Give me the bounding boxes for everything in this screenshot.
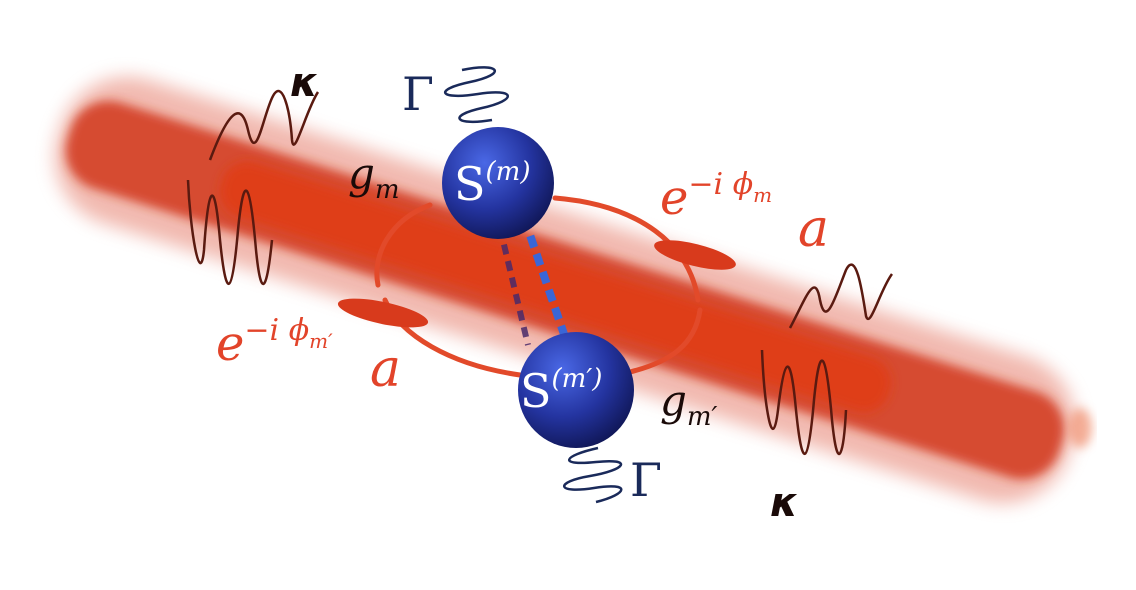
gamma-label-bottom: Γ (630, 453, 662, 507)
squiggle-wave-gamma-top (444, 66, 509, 124)
gm-base: g (348, 149, 375, 198)
phase-right-sup-pre: −i (688, 167, 732, 202)
phase-label-right: e−i ϕm (660, 167, 772, 226)
svg-text:S(m′): S(m′) (520, 364, 602, 418)
waveguide-beam (54, 76, 1092, 504)
atom-sphere-top (442, 127, 554, 239)
phase-right-sup-phi: ϕ (733, 167, 753, 202)
atom-bottom-base: S (520, 364, 552, 418)
phase-left-op: a (370, 339, 401, 399)
phase-disc-right (654, 240, 736, 270)
squiggle-wave-kappa-left (186, 179, 274, 286)
gmp-sub: m′ (687, 402, 718, 432)
interaction-loop (337, 195, 736, 378)
squiggle-wave-kappa-right (788, 263, 894, 329)
squiggle-wave-kappa-top-left (208, 89, 320, 161)
phase-left-sup-sub: m′ (309, 329, 333, 353)
phase-left-sup-pre: −i (244, 313, 288, 348)
loop-arc-upper-left (374, 202, 433, 288)
phase-disc-left (337, 298, 429, 328)
atom-top: S(m) (442, 127, 554, 239)
kappa-label-top: κ (290, 60, 318, 106)
phase-label-left: e−i ϕm′ (216, 313, 333, 372)
gm-sub: m (375, 175, 400, 205)
dashed-link-purple (497, 227, 531, 346)
waveguide-end-cap (1068, 408, 1092, 448)
gmp-base: g (660, 376, 687, 425)
gamma-label-top: Γ (402, 67, 434, 121)
loop-arc-lower-right (627, 307, 703, 375)
atom-bottom: S(m′) (518, 332, 634, 448)
atom-sphere-bottom (518, 332, 634, 448)
phase-left-base: e (216, 316, 244, 372)
phase-left-sup-phi: ϕ (289, 313, 309, 348)
phase-right-op: a (798, 199, 829, 259)
phase-right-base: e (660, 170, 688, 226)
coupling-label-gm: gm (348, 149, 400, 205)
atom-top-base: S (454, 157, 486, 211)
kappa-label-bottom: κ (770, 480, 798, 526)
squiggle-wave-kappa-bottom-right (760, 349, 848, 456)
atom-top-sup: (m) (486, 157, 531, 187)
phase-right-sup-sub: m (753, 183, 772, 207)
coupling-label-gmp: gm′ (660, 376, 718, 432)
svg-text:S(m): S(m) (454, 157, 530, 211)
loop-arc-upper-right (552, 195, 701, 303)
squiggle-wave-gamma-bottom (563, 446, 623, 504)
atom-bottom-sup: (m′) (552, 364, 603, 394)
